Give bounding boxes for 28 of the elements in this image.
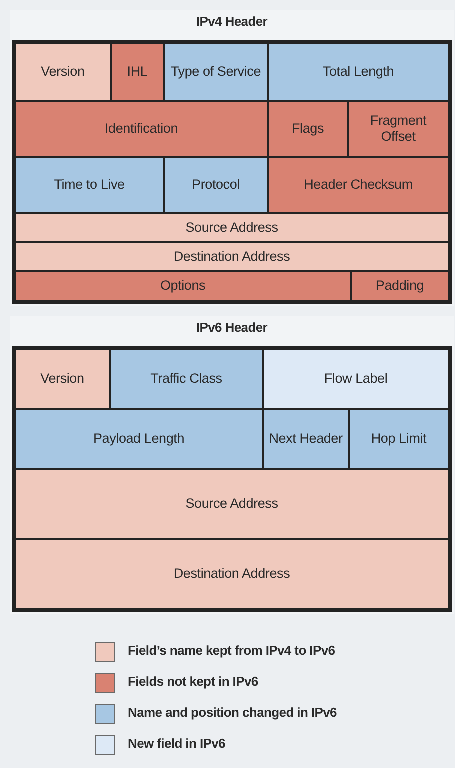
header-field: Time to Live [15,157,164,213]
legend-text: Field’s name kept from IPv4 to IPv6 [128,643,336,658]
header-field: Options [15,271,351,301]
legend-text: Fields not kept in IPv6 [128,674,258,689]
header-field: Destination Address [15,242,449,271]
header-field: Identification [15,101,268,157]
header-field: Source Address [15,469,449,539]
header-field: IHL [111,43,164,101]
header-field: Header Checksum [268,157,449,213]
header-field: Flags [268,101,348,157]
header-field: Total Length [268,43,449,101]
header-field: Traffic Class [110,349,263,409]
header-field: Source Address [15,213,449,242]
header-field: Next Header [263,409,349,469]
header-field: Padding [351,271,449,301]
header-field: Payload Length [15,409,263,469]
header-field: Type of Service [164,43,268,101]
header-title: IPv4 Header [195,14,269,29]
header-title: IPv6 Header [195,320,269,335]
header-field: Destination Address [15,539,449,609]
header-field: Version [15,43,111,101]
legend-text: Name and position changed in IPv6 [128,705,337,720]
header-field: Fragment Offset [348,101,449,157]
header-field: Flow Label [263,349,449,409]
header-field: Hop Limit [349,409,449,469]
legend-text: New field in IPv6 [128,736,226,751]
header-field: Version [15,349,110,409]
header-field: Protocol [164,157,268,213]
